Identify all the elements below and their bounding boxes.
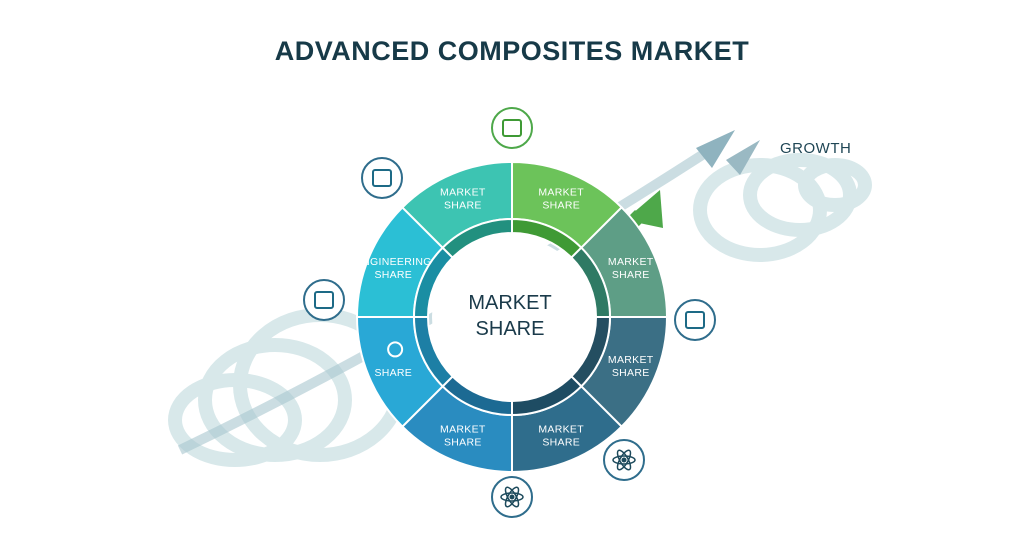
growth-label: GROWTH (780, 140, 852, 157)
industry-icon (491, 107, 533, 149)
segment-label: SHARE (612, 367, 650, 379)
segment-label: SHARE (444, 437, 482, 449)
ring-segment-inner (441, 217, 513, 260)
outer-icons (303, 107, 716, 518)
segment-label: SHARE (444, 199, 482, 211)
center-label-line1: MARKET (468, 292, 552, 314)
segment-label: SHARE (542, 199, 580, 211)
swoosh-background (168, 153, 872, 467)
gear-icon (387, 341, 404, 358)
segment-label: MARKET (608, 256, 654, 268)
segment-label: SHARE (374, 367, 412, 379)
segment-label: MARKET (608, 354, 654, 366)
segment-label: MARKET (538, 424, 584, 436)
atom-icon (603, 439, 645, 481)
circuit-icon (303, 279, 345, 321)
segment-label: SHARE (374, 269, 412, 281)
center-label: MARKET SHARE (430, 290, 590, 342)
center-circle (432, 237, 592, 397)
center-label-line2: SHARE (475, 318, 545, 340)
factory-icon (361, 157, 403, 199)
atom-icon (491, 476, 533, 518)
growth-arrow-green (625, 190, 663, 228)
page-title: ADVANCED COMPOSITES MARKET (274, 36, 750, 66)
segment-label: SHARE (542, 437, 580, 449)
segment-label: SHARE (612, 269, 650, 281)
segment-ring: MARKETSHAREMARKETSHAREMARKETSHAREMARKETS… (355, 160, 669, 474)
segment-label: ENGINEERING (355, 256, 432, 268)
segment-label: MARKET (440, 424, 486, 436)
network-icon (674, 299, 716, 341)
segment-label: MARKET (440, 186, 486, 198)
segment-label: MARKET (538, 186, 584, 198)
